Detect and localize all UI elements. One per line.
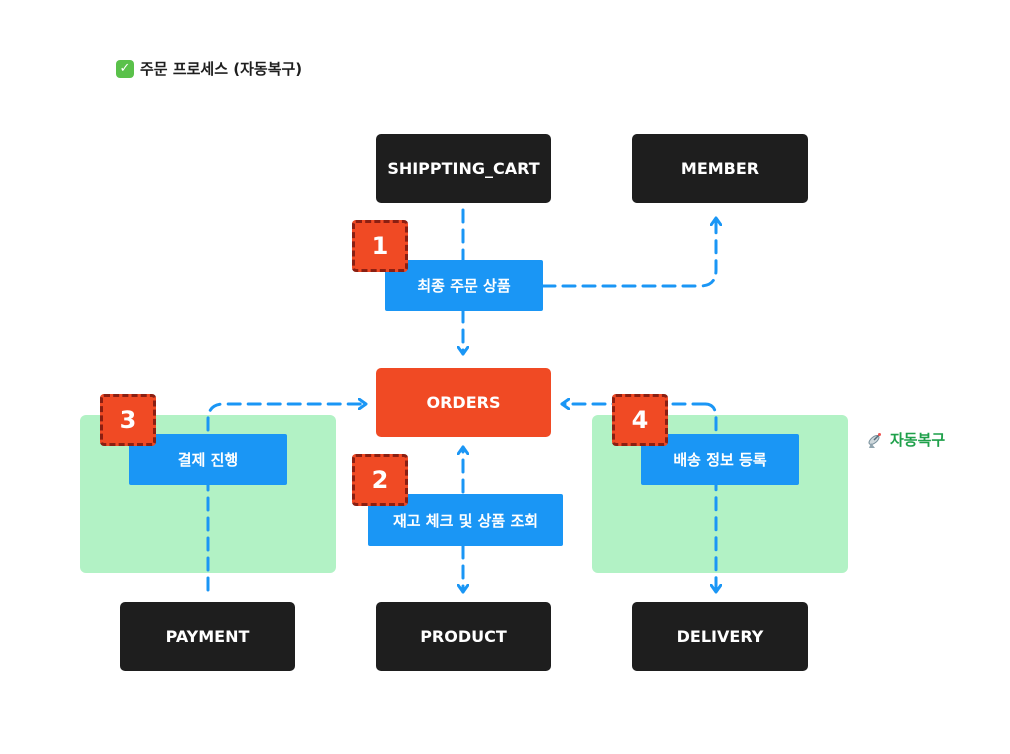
badge-step-4: 4 (612, 394, 668, 446)
arrow-payment-to-orders (206, 404, 368, 592)
recovery-label: 자동복구 (866, 429, 945, 450)
badge-step-2: 2 (352, 454, 408, 506)
node-delivery[interactable]: DELIVERY (632, 602, 808, 671)
node-product[interactable]: PRODUCT (376, 602, 551, 671)
badge-step-1: 1 (352, 220, 408, 272)
recovery-label-text: 자동복구 (890, 431, 946, 449)
node-shipping-cart[interactable]: SHIPPTING_CART (376, 134, 551, 203)
satellite-antenna-icon (868, 432, 881, 448)
node-member[interactable]: MEMBER (632, 134, 808, 203)
badge-step-3: 3 (100, 394, 156, 446)
node-payment[interactable]: PAYMENT (120, 602, 295, 671)
arrow-step1-to-member (541, 216, 716, 288)
node-orders[interactable]: ORDERS (376, 368, 551, 437)
check-mark-icon: ✓ (116, 59, 134, 78)
step-final-products: 최종 주문 상품 (385, 260, 543, 311)
diagram-title: ✓ 주문 프로세스 (자동복구) (116, 58, 302, 79)
diagram-title-text: 주문 프로세스 (자동복구) (140, 60, 303, 78)
arrow-orders-to-delivery (703, 402, 716, 594)
